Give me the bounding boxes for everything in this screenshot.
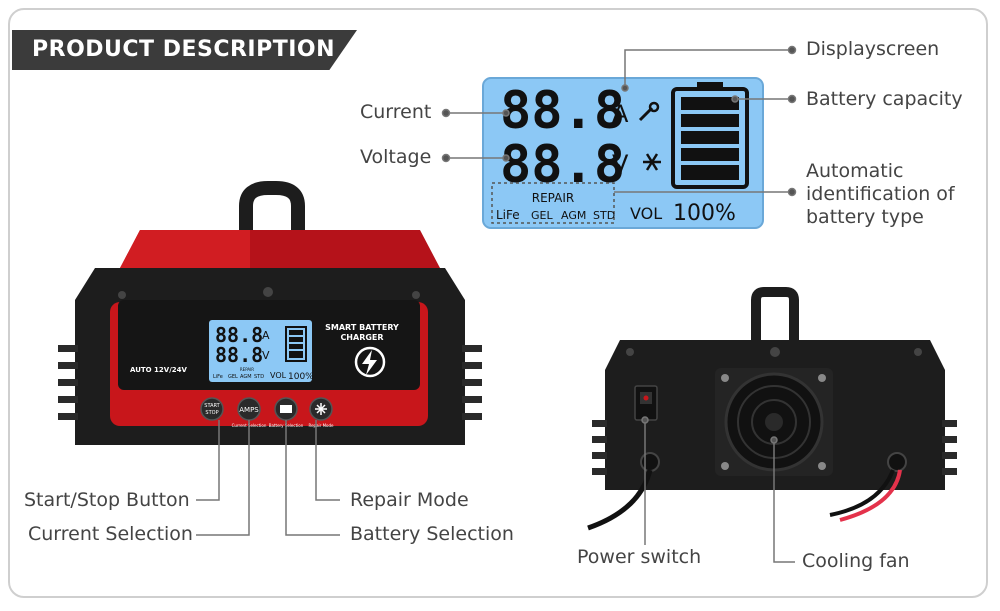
callout-current-selection: Current Selection <box>28 523 193 545</box>
btn-caption-repair: Repair Mode <box>309 423 335 428</box>
repair-mode-icon <box>315 403 327 415</box>
amps-label: AMPS <box>239 406 259 414</box>
small-lcd-percent: 100% <box>288 372 314 382</box>
auto-voltage-label: AUTO 12V/24V <box>130 366 188 374</box>
battery-select-icon <box>280 405 292 413</box>
snowflake-icon <box>643 153 661 171</box>
lcd-repair-label: REPAIR <box>532 191 574 205</box>
callout-voltage: Voltage <box>360 146 432 168</box>
lcd-vol-label: VOL <box>630 204 662 223</box>
lcd-voltage-unit: V <box>612 150 629 178</box>
small-lcd-voltage-unit: V <box>262 349 270 362</box>
callout-repair-mode: Repair Mode <box>350 489 469 511</box>
small-lcd-type-life: LiFe <box>213 374 223 380</box>
lcd-type-std: STD <box>593 209 615 222</box>
small-lcd-voltage-value: 88.8 <box>215 343 263 367</box>
callout-auto-identification: Automatic identification of battery type <box>806 160 955 229</box>
small-lcd-current-unit: A <box>262 329 270 342</box>
brand-line2: CHARGER <box>340 333 383 342</box>
repair-mode-button[interactable] <box>309 397 333 421</box>
lcd-current-unit: A <box>612 100 629 128</box>
lcd-percent: 100% <box>673 201 736 226</box>
lightning-icon <box>354 346 386 378</box>
brand-line1: SMART BATTERY <box>325 323 399 332</box>
charger-rear-view <box>587 287 957 531</box>
power-switch[interactable] <box>634 385 658 421</box>
cooling-fan-icon <box>715 368 833 476</box>
callout-auto-line3: battery type <box>806 206 924 228</box>
callout-auto-line1: Automatic <box>806 160 904 182</box>
banner-title: PRODUCT DESCRIPTION <box>32 37 336 62</box>
section-banner: PRODUCT DESCRIPTION <box>12 30 357 70</box>
callout-auto-line2: identification of <box>806 183 955 205</box>
small-lcd-vol: VOL <box>270 371 287 380</box>
small-lcd-current-value: 88.8 <box>215 323 263 347</box>
wrench-icon <box>638 101 660 122</box>
charger-front-view: 88.8 A 88.8 V REPAIR LiFe GEL AGM STD VO… <box>58 181 482 445</box>
callout-battery-selection: Battery Selection <box>350 523 514 545</box>
battery-gauge-icon <box>671 82 749 189</box>
callout-battery-capacity: Battery capacity <box>806 88 963 110</box>
lcd-type-agm: AGM <box>561 209 586 222</box>
lcd-current-value: 88.8 <box>500 81 625 141</box>
callout-cooling-fan: Cooling fan <box>802 550 910 572</box>
small-lcd-repair: REPAIR <box>240 367 254 372</box>
start-label: START <box>204 403 220 409</box>
stop-label: STOP <box>205 410 218 416</box>
small-lcd-type-gel: GEL <box>228 374 238 380</box>
battery-select-button[interactable] <box>274 397 298 421</box>
callout-current: Current <box>360 101 432 123</box>
callout-start-stop: Start/Stop Button <box>24 489 190 511</box>
callout-displayscreen: Displayscreen <box>806 38 940 60</box>
small-lcd-type-agm: AGM <box>240 374 252 380</box>
outer-frame <box>8 8 988 598</box>
lcd-type-gel: GEL <box>531 209 553 222</box>
small-lcd-type-std: STD <box>254 374 264 380</box>
amps-button[interactable]: AMPS <box>237 397 261 421</box>
start-stop-button[interactable]: START STOP <box>200 397 224 421</box>
lcd-voltage-value: 88.8 <box>500 135 625 195</box>
callout-power-switch: Power switch <box>577 546 702 568</box>
large-lcd-display: 88.8 A 88.8 V REPAIR LiFe GEL AGM STD VO… <box>482 77 764 229</box>
lcd-type-life: LiFe <box>496 208 520 222</box>
